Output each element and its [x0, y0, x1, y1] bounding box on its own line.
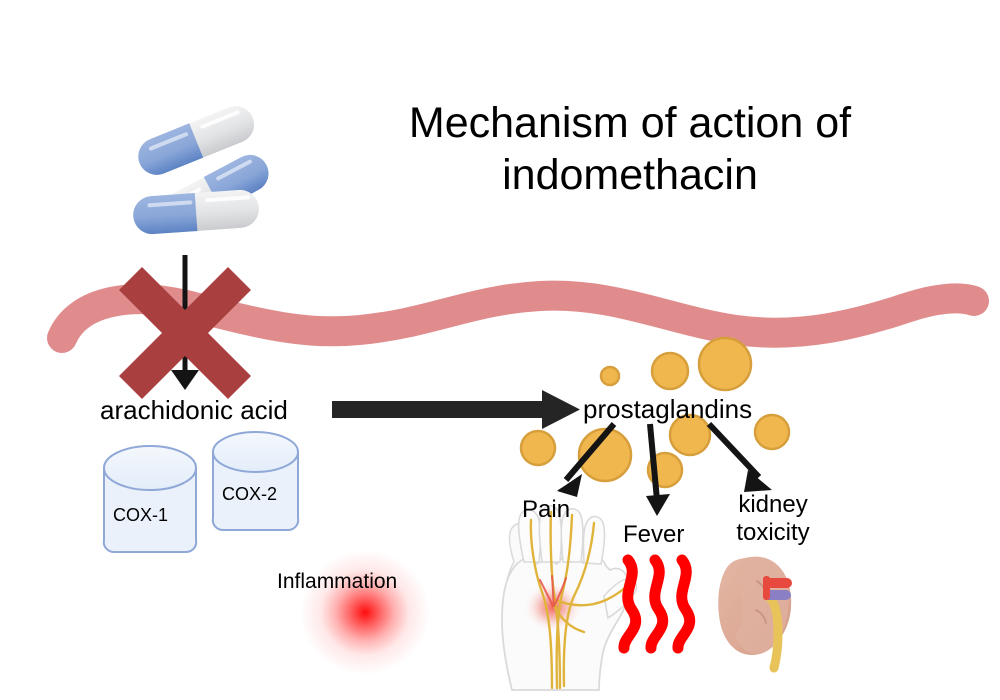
red-x-block-icon [119, 267, 251, 399]
inflammation-glow-icon [300, 550, 430, 675]
fever-heat-wave [618, 554, 642, 654]
label-cox1: COX-1 [113, 505, 169, 525]
prostaglandin-molecule [646, 451, 684, 489]
rightward-arrow-icon [332, 390, 580, 429]
drug-capsules-icon [133, 106, 269, 235]
cox1-cylinder [102, 445, 198, 554]
page-title: Mechanism of action of indomethacin [350, 98, 910, 201]
cell-membrane-icon [47, 280, 989, 353]
prostaglandin-molecule [519, 429, 557, 467]
title-line-2: indomethacin [502, 150, 758, 199]
prostaglandin-molecule [650, 351, 690, 391]
arrow-to-fever-icon [646, 423, 670, 516]
prostaglandin-molecule [697, 336, 753, 392]
fever-heat-waves-icon [618, 554, 696, 654]
arrow-to-kidney-icon [706, 421, 772, 492]
prostaglandin-molecule [599, 365, 621, 387]
prostaglandin-molecule [577, 427, 633, 483]
fever-heat-wave [672, 554, 696, 654]
label-kidney-toxicity: kidney toxicity [736, 491, 810, 546]
label-prostaglandins: prostaglandins [583, 394, 753, 424]
label-cox2: COX-2 [222, 484, 278, 504]
prostaglandin-molecule [753, 413, 791, 451]
hand-pain-icon [501, 504, 638, 691]
downward-arrow-icon [171, 255, 199, 390]
title-line-1: Mechanism of action of [408, 99, 852, 147]
label-fever: Fever [623, 521, 685, 548]
fever-heat-wave [645, 554, 669, 654]
label-inflammation: Inflammation [277, 570, 398, 593]
label-pain: Pain [522, 496, 571, 523]
arrow-to-pain-icon [557, 422, 617, 497]
kidney-icon [718, 556, 792, 673]
cox2-cylinder [211, 431, 300, 532]
label-arachidonic-acid: arachidonic acid [100, 395, 288, 425]
